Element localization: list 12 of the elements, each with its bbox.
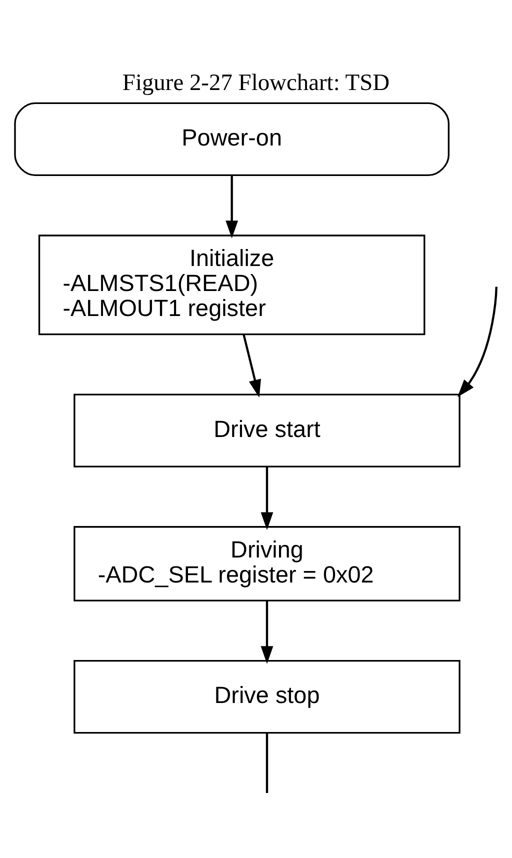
arrow — [242, 334, 262, 397]
diagram-title: Figure 2-27 Flowchart: TSD — [122, 70, 390, 96]
arrow — [457, 286, 498, 397]
arrow — [260, 600, 274, 664]
node-box: Drive start — [74, 393, 460, 467]
connector — [266, 732, 268, 792]
node-box: Drive stop — [74, 659, 460, 734]
node-box: Driving -ADC_SEL register = 0x02 — [74, 526, 460, 601]
node-box: Power-on — [14, 102, 450, 176]
arrow — [260, 466, 274, 530]
arrow — [226, 174, 238, 238]
node-box: Initialize -ALMSTS1(READ) -ALMOUT1 register — [38, 234, 426, 335]
